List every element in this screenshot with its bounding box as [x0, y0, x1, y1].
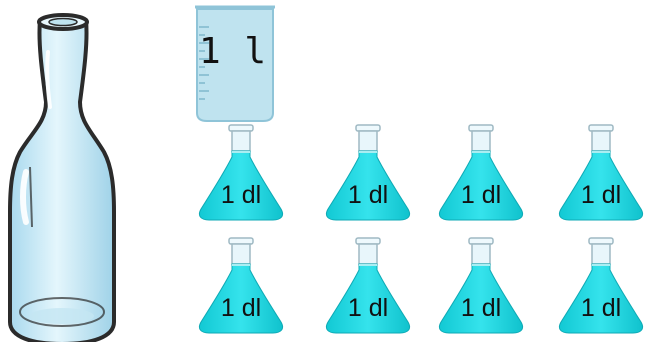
flask-icon	[325, 237, 411, 334]
bottle	[2, 12, 122, 342]
bottle-icon	[8, 13, 116, 342]
flask: 1 dl	[322, 123, 414, 223]
flask: 1 dl	[555, 236, 647, 336]
beaker-icon	[195, 5, 275, 122]
flask-icon	[198, 237, 284, 334]
flask: 1 dl	[555, 123, 647, 223]
flask: 1 dl	[322, 236, 414, 336]
flask-icon	[198, 124, 284, 221]
beaker: 1 l	[193, 5, 277, 125]
flask: 1 dl	[435, 236, 527, 336]
flask-icon	[558, 237, 644, 334]
flask: 1 dl	[435, 123, 527, 223]
flask: 1 dl	[195, 236, 287, 336]
flask-icon	[325, 124, 411, 221]
flask-icon	[438, 124, 524, 221]
flask-icon	[438, 237, 524, 334]
flask: 1 dl	[195, 123, 287, 223]
flask-icon	[558, 124, 644, 221]
